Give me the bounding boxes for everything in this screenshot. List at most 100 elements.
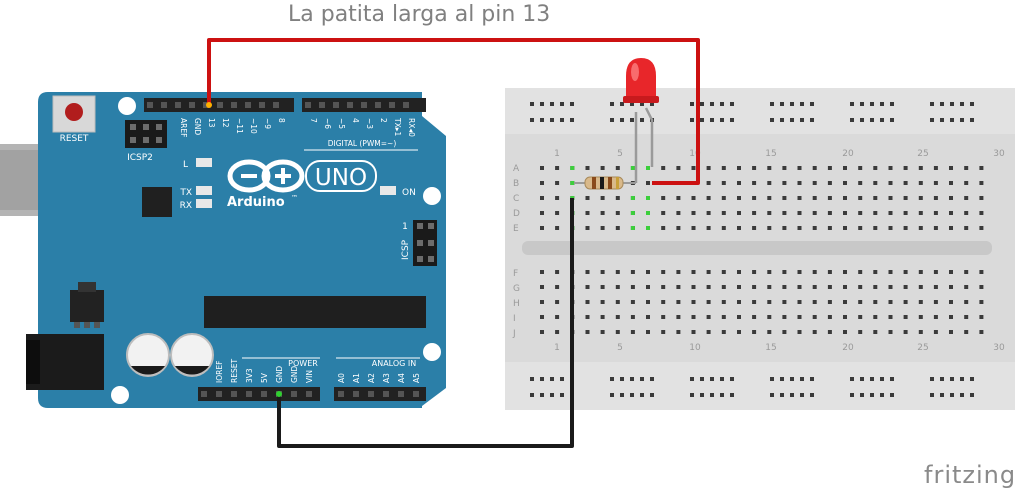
breadboard-hole	[752, 330, 757, 334]
breadboard-hole	[767, 315, 772, 319]
wire-black	[277, 198, 574, 448]
breadboard-hole	[752, 315, 757, 319]
breadboard-hole	[979, 166, 984, 170]
usb-chip	[142, 187, 172, 217]
breadboard-hole	[812, 196, 817, 200]
row-letter: A	[513, 164, 520, 174]
rail-hole	[890, 118, 894, 122]
header-pin	[246, 391, 252, 397]
breadboard-hole	[858, 196, 863, 200]
breadboard-hole	[797, 270, 802, 274]
row-letter: H	[513, 299, 520, 309]
fritzing-watermark: fritzing	[924, 461, 1017, 489]
mounting-hole	[423, 187, 441, 205]
breadboard-hole	[555, 211, 560, 215]
gnd-connection	[276, 391, 282, 397]
analog-header	[334, 387, 426, 401]
breadboard-hole	[661, 226, 666, 230]
breadboard-hole	[737, 226, 741, 230]
header-pin	[161, 102, 167, 108]
breadboard-hole	[797, 196, 802, 200]
power-pin-label: A1	[352, 373, 361, 383]
breadboard-hole	[600, 166, 605, 170]
breadboard-hole	[979, 330, 984, 334]
uno-label: UNO	[315, 165, 367, 191]
rail-hole	[630, 377, 634, 381]
breadboard-hole	[661, 330, 666, 334]
breadboard-hole	[721, 300, 726, 304]
header-pin	[353, 391, 359, 397]
led-icon	[623, 58, 659, 183]
breadboard-hole	[933, 211, 938, 215]
rail-hole	[550, 118, 554, 122]
breadboard-hole	[767, 226, 772, 230]
breadboard-hole	[585, 285, 590, 289]
rail-hole	[630, 102, 634, 106]
rail-hole	[880, 393, 884, 397]
breadboard-hole	[585, 196, 590, 200]
breadboard-hole	[600, 226, 605, 230]
breadboard-hole	[873, 166, 878, 170]
breadboard-hole	[918, 166, 923, 170]
breadboard-hole	[827, 181, 832, 185]
breadboard-hole	[721, 181, 726, 185]
header-pin	[403, 102, 409, 108]
breadboard-hole	[752, 211, 757, 215]
mounting-hole	[111, 386, 129, 404]
breadboard-hole	[933, 300, 938, 304]
breadboard-hole	[933, 330, 938, 334]
breadboard-hole	[646, 330, 650, 334]
breadboard-hole	[843, 196, 847, 200]
header-pin	[305, 102, 311, 108]
breadboard-hole	[918, 285, 923, 289]
rail-hole	[690, 118, 694, 122]
breadboard-hole	[827, 166, 832, 170]
header-pin	[368, 391, 374, 397]
rail-hole	[770, 118, 774, 122]
header-pin	[347, 102, 353, 108]
breadboard-hole	[615, 270, 620, 274]
breadboard-hole	[903, 330, 908, 334]
breadboard-hole	[691, 315, 696, 319]
breadboard-hole	[843, 226, 847, 230]
breadboard-hole	[540, 270, 544, 274]
rail-hole	[940, 102, 944, 106]
breadboard-hole	[979, 181, 984, 185]
breadboard-hole	[600, 315, 605, 319]
header-pin	[189, 102, 195, 108]
power-pin-label: RESET	[230, 359, 239, 383]
rail-hole	[930, 377, 934, 381]
icsp-label: ICSP	[401, 239, 411, 260]
rail-hole	[710, 102, 714, 106]
icsp2-label: ICSP2	[127, 153, 153, 163]
rail-hole	[610, 393, 614, 397]
header-pin	[389, 102, 395, 108]
breadboard-hole	[661, 315, 666, 319]
breadboard-hole	[782, 330, 787, 334]
breadboard-hole	[949, 196, 953, 200]
breadboard-hole	[903, 315, 908, 319]
breadboard-hole	[752, 300, 757, 304]
rail-hole	[540, 377, 544, 381]
power-header	[198, 387, 320, 401]
row-letter: E	[513, 224, 519, 234]
reset-button-cap[interactable]	[65, 103, 83, 121]
breadboard-hole	[888, 166, 893, 170]
breadboard-hole	[706, 196, 711, 200]
header-pin	[231, 391, 237, 397]
breadboard-hole	[555, 315, 560, 319]
breadboard-hole	[676, 315, 681, 319]
breadboard-hole	[964, 196, 969, 200]
breadboard-hole	[918, 181, 923, 185]
breadboard-hole	[737, 166, 741, 170]
breadboard-hole	[691, 226, 696, 230]
breadboard-hole	[540, 226, 544, 230]
breadboard-hole	[964, 285, 969, 289]
header-pin	[147, 102, 153, 108]
breadboard-hole	[949, 285, 953, 289]
breadboard-hole	[812, 315, 817, 319]
rail-hole	[950, 377, 954, 381]
breadboard-hole	[873, 315, 878, 319]
rail-hole	[540, 118, 544, 122]
rail-hole	[640, 377, 644, 381]
